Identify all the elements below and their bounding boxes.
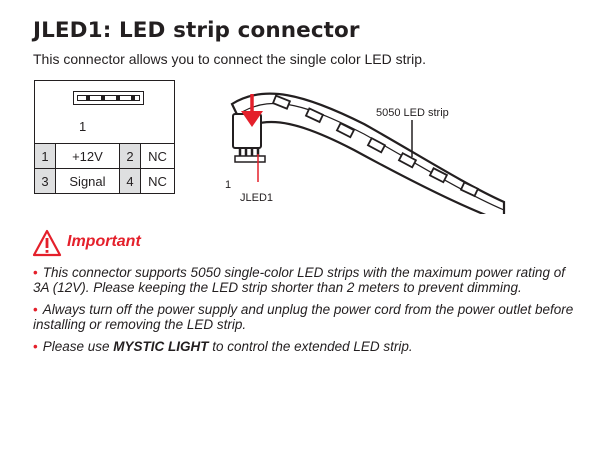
list-item: •Always turn off the power supply and un…	[33, 302, 574, 332]
pinout-table-block: 1 1 +12V 2 NC 3 Signal 4 NC	[34, 80, 176, 194]
pin-header-icon	[73, 91, 144, 105]
important-notes: •This connector supports 5050 single-col…	[33, 265, 583, 361]
table-row: 3 Signal 4 NC	[34, 168, 176, 194]
connector-description: This connector allows you to connect the…	[33, 51, 426, 67]
pin-signal: NC	[139, 168, 176, 194]
page-title: JLED1: LED strip connector	[33, 18, 360, 43]
pin-signal: Signal	[55, 168, 120, 194]
pinout-table: 1 +12V 2 NC 3 Signal 4 NC	[34, 143, 176, 194]
list-item: •This connector supports 5050 single-col…	[33, 265, 565, 295]
pin-number: 1	[34, 143, 56, 169]
list-item: •Please use MYSTIC LIGHT to control the …	[33, 339, 413, 354]
pin-signal: +12V	[55, 143, 120, 169]
pin-number: 3	[34, 168, 56, 194]
important-heading: Important	[32, 229, 141, 257]
led-strip-illustration: 5050 LED strip JLED1 1	[225, 92, 506, 214]
mystic-light-text: MYSTIC LIGHT	[113, 339, 209, 354]
led-strip-label: 5050 LED strip	[376, 107, 449, 119]
important-title: Important	[67, 233, 141, 250]
pin-number: 2	[118, 143, 141, 169]
insert-arrow-icon	[241, 94, 263, 127]
table-row: 1 +12V 2 NC	[34, 143, 176, 169]
pin-number: 4	[118, 168, 141, 194]
led-strip-icon	[230, 92, 506, 214]
pin-one-label: 1	[79, 119, 87, 134]
warning-triangle-icon	[32, 229, 62, 257]
connector-pin-diagram: 1	[34, 80, 175, 143]
pin-one-marker: 1	[225, 179, 231, 191]
pin-signal: NC	[139, 143, 176, 169]
jled1-label: JLED1	[240, 192, 273, 204]
